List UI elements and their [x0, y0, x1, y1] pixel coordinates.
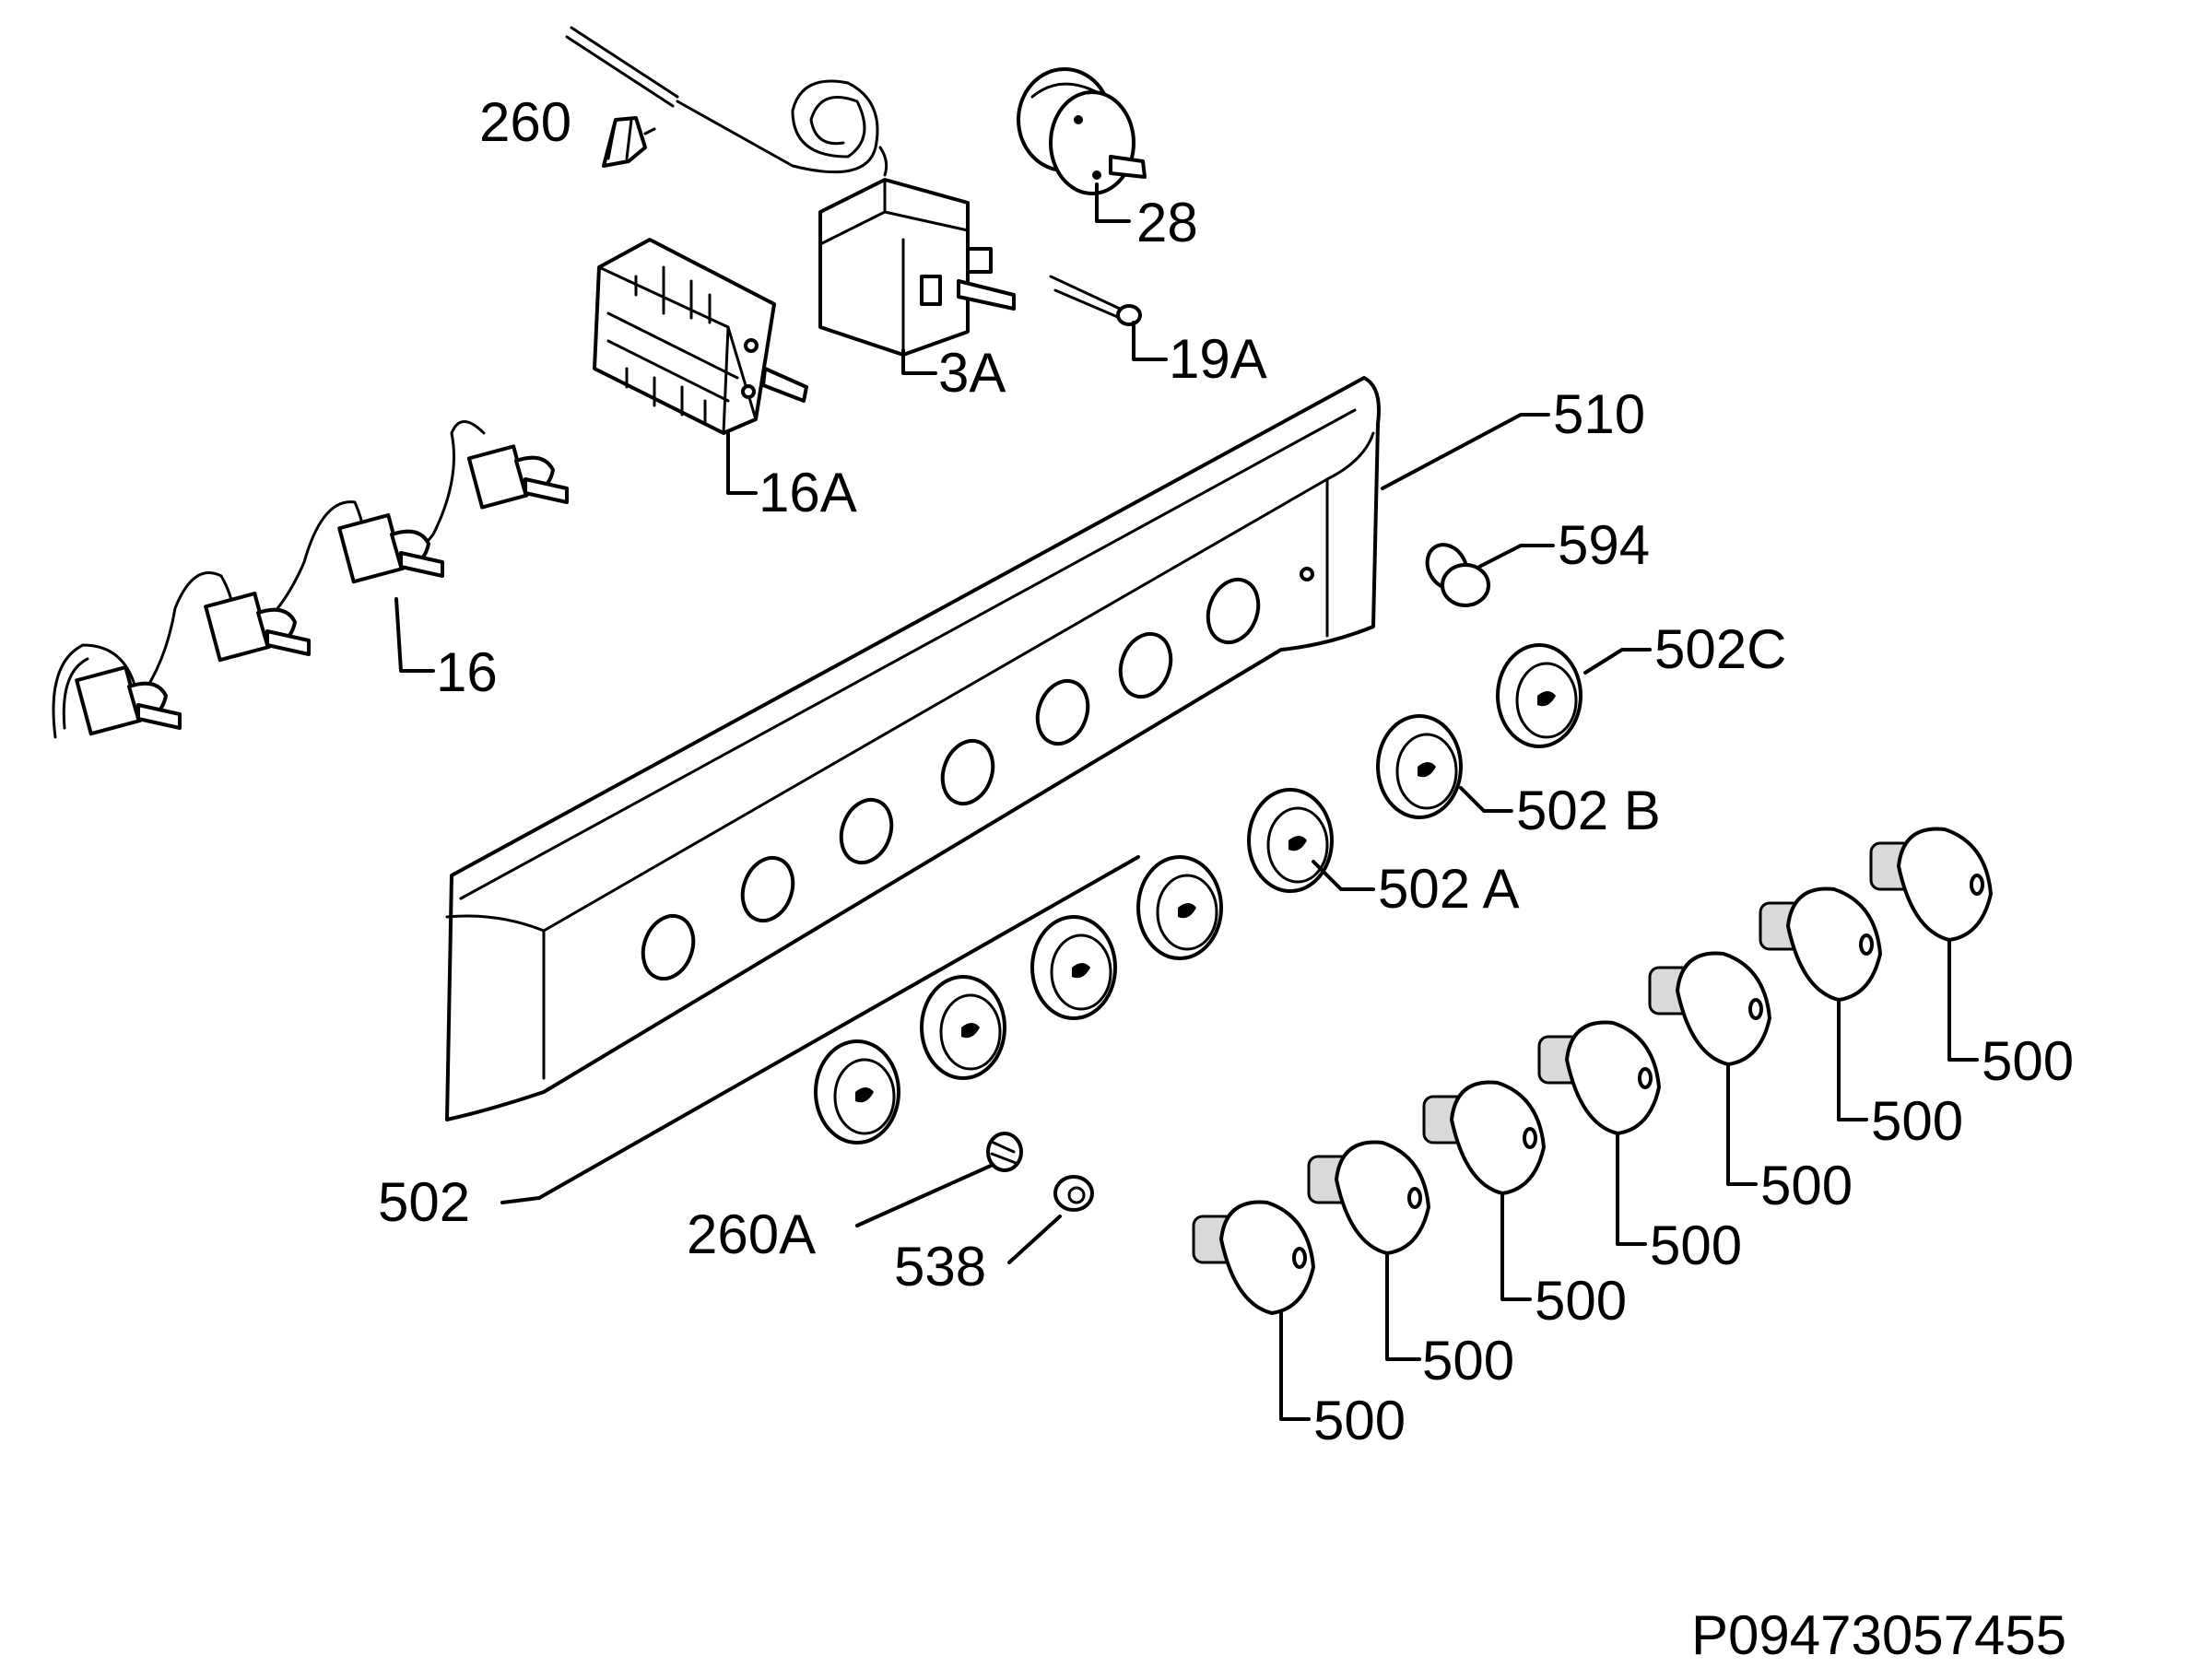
nut-538	[1053, 1175, 1094, 1212]
thermostat-3a	[565, 26, 1016, 357]
label-500-4: 500	[1650, 1215, 1742, 1276]
label-500-3: 500	[1535, 1270, 1627, 1332]
pin-19a	[1049, 275, 1142, 326]
label-500-5: 500	[1760, 1155, 1853, 1216]
label-502c: 502C	[1654, 618, 1786, 680]
label-16a: 16A	[759, 462, 857, 523]
bezel-rings	[814, 643, 1583, 1145]
label-260a: 260A	[687, 1203, 816, 1265]
screw-594	[1425, 543, 1490, 607]
label-500-2: 500	[1422, 1330, 1514, 1391]
spring-260a	[986, 1132, 1023, 1172]
knob-2	[1307, 1140, 1430, 1255]
label-502: 502	[378, 1171, 470, 1233]
control-knobs	[1192, 827, 1993, 1315]
spindle-28	[1017, 67, 1147, 195]
knob-1	[1192, 1200, 1315, 1315]
knob-6	[1759, 886, 1882, 1002]
label-19a: 19A	[1169, 328, 1267, 390]
control-panel	[445, 376, 1381, 1121]
part-labels: 260 28 3A 19A 16A 510 594 16 502C 502 B …	[378, 91, 2074, 1451]
selector-switch-16a	[593, 238, 808, 435]
knob-3	[1422, 1080, 1546, 1195]
label-3a: 3A	[938, 342, 1006, 404]
panel-holes	[641, 567, 1314, 981]
label-594: 594	[1558, 514, 1650, 576]
label-510: 510	[1553, 383, 1645, 445]
label-502b: 502 B	[1516, 780, 1661, 841]
lamp-holders-16	[52, 420, 569, 739]
label-28: 28	[1136, 192, 1198, 253]
leader-lines	[394, 182, 1979, 1421]
label-500-7: 500	[1982, 1030, 2074, 1092]
label-500-1: 500	[1313, 1390, 1406, 1451]
label-538: 538	[894, 1236, 986, 1297]
clip-260	[602, 116, 656, 168]
diagram-code: P09473057455	[1691, 1604, 2066, 1666]
label-260: 260	[479, 91, 571, 153]
label-16: 16	[436, 641, 498, 703]
knob-7	[1869, 827, 1993, 942]
label-502a: 502 A	[1378, 858, 1520, 920]
knob-4	[1537, 1020, 1661, 1135]
knob-5	[1648, 951, 1771, 1066]
label-500-6: 500	[1871, 1090, 1963, 1152]
